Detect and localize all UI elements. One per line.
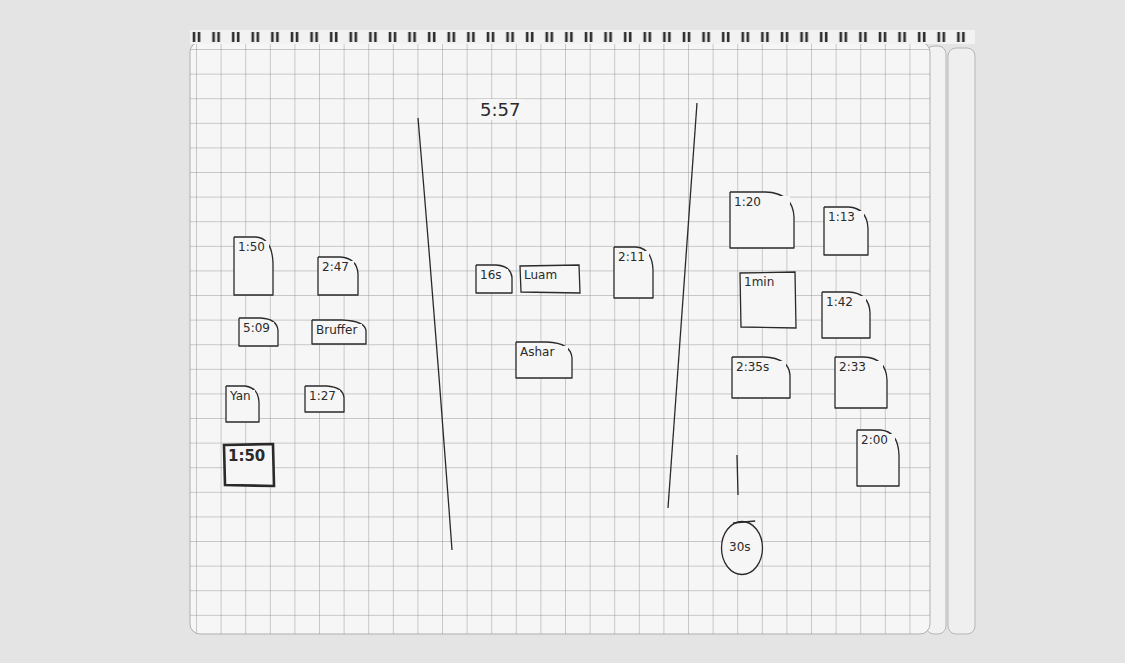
time-note: Luam [524,269,576,283]
time-box: Luam [518,263,582,295]
circled-time: 30s [720,520,764,576]
time-note: 16s [480,269,508,283]
time-note: Yan [230,390,255,404]
time-box: 16s [474,263,514,295]
time-note: 30s [729,541,755,555]
time-note: 2:35s [736,361,786,375]
time-box: 2:35s [730,355,792,400]
time-note: 5:09 [243,322,274,336]
time-note: 1:50 [238,241,269,255]
time-note: 1:42 [826,296,866,310]
time-note: 1:13 [828,211,864,225]
time-note: 2:11 [618,251,649,265]
time-note: Bruffer [316,324,362,338]
time-note: 1:50 [228,448,270,465]
time-box: 1:27 [303,384,346,414]
time-note: Ashar [520,346,568,360]
time-note: 1:20 [734,196,790,210]
time-note: 2:33 [839,361,883,375]
time-box: Ashar [514,340,574,380]
time-box: Yan [224,384,261,424]
time-box: 2:33 [833,355,889,410]
time-note: 1min [744,276,792,290]
time-box: 1min [738,270,798,330]
time-box: 1:20 [728,190,796,250]
time-note: 2:47 [322,261,354,275]
time-box: 2:47 [316,255,360,297]
time-box: 2:11 [612,245,655,300]
total-time: 5:57 [478,99,522,120]
time-box: 1:13 [822,205,870,257]
time-box: 1:42 [820,290,872,340]
time-box: 5:09 [237,316,280,348]
time-box: 1:50 [232,235,275,297]
time-note: 1:27 [309,390,340,404]
time-box: Bruffer [310,318,368,346]
time-box: 1:50 [222,442,276,488]
time-note: 2:00 [861,434,895,448]
time-box: 2:00 [855,428,901,488]
